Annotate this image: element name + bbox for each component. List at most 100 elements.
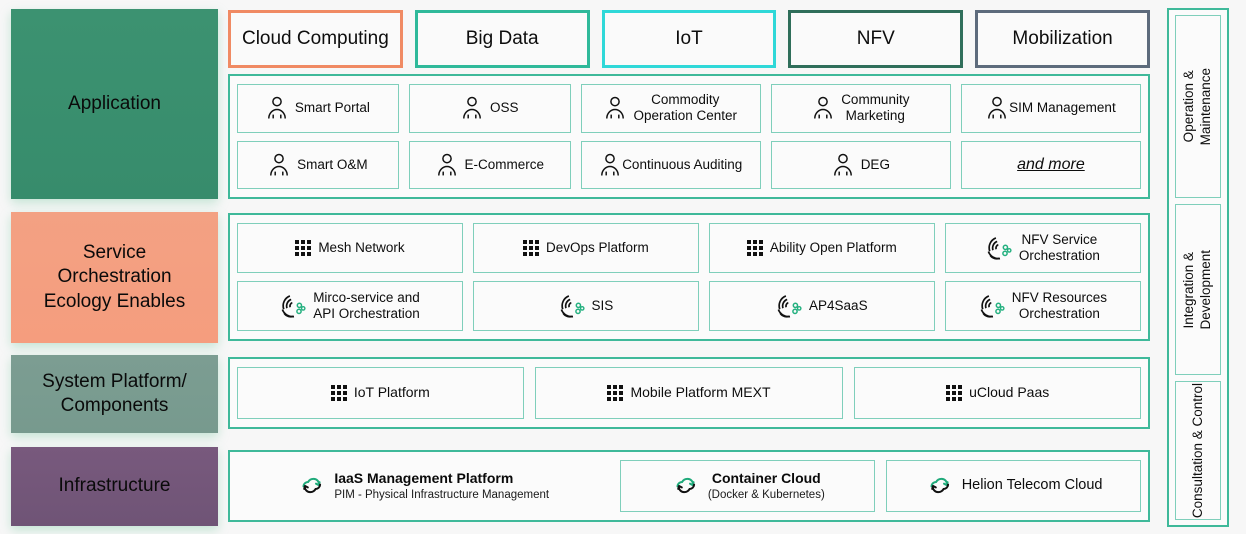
tile-sim-management[interactable]: SIM Management [960, 84, 1141, 133]
tile-sis[interactable]: SIS [472, 281, 699, 331]
grid-dots-icon [746, 240, 763, 256]
system-platform-layer-panel: IoT Platform Mobile Platform MEXT uCloud P… [228, 357, 1150, 429]
layer-row: IoT Platform Mobile Platform MEXT uCloud P… [237, 367, 1142, 419]
layer-label-infrastructure: Infrastructure [11, 447, 218, 526]
orchestration-icon [979, 293, 1005, 319]
tile-title: Container Cloud [711, 469, 821, 486]
tab-label: Cloud Computing [241, 28, 389, 49]
service-layer-panel: Mesh Network DevOps Platform Ability Open … [228, 213, 1150, 341]
tab-cloud-computing[interactable]: Cloud Computing [228, 10, 403, 68]
layer-row: Mesh Network DevOps Platform Ability Open … [237, 223, 1142, 273]
tile-and-more[interactable]: and more [960, 140, 1141, 189]
tile-ucloud-paas[interactable]: uCloud Paas [854, 367, 1142, 419]
application-layer-panel: Smart Portal OSS Commodity Operation Cente… [228, 74, 1150, 199]
side-item-label: Integration & Development [1181, 249, 1213, 330]
layer-label-text: Service Orchestration Ecology Enables [43, 242, 186, 312]
tile-label: E-Commerce [464, 156, 545, 172]
tile-oss[interactable]: OSS [408, 84, 571, 133]
cloud-icon [925, 473, 955, 499]
tile-label: DEG [860, 156, 890, 172]
layer-label-service: Service Orchestration Ecology Enables [11, 212, 218, 343]
tile-label: Commodity Operation Center [633, 91, 738, 124]
tab-mobilization[interactable]: Mobilization [975, 10, 1150, 68]
tile-commodity-operation-center[interactable]: Commodity Operation Center [580, 84, 761, 133]
layer-row: Mirco-service and API Orchestration SIS AP… [237, 281, 1142, 331]
person-icon [461, 96, 483, 120]
tile-mirco-service-and-api-orchestration[interactable]: Mirco-service and API Orchestration [237, 281, 463, 331]
tile-label: NFV Resources Orchestration [1011, 289, 1108, 321]
person-icon [268, 153, 290, 177]
side-item-integration-development[interactable]: Integration & Development [1175, 204, 1221, 375]
side-item-label: Operation & Maintenance [1181, 67, 1213, 146]
orchestration-icon [776, 293, 802, 319]
tile-label: Mirco-service and API Orchestration [313, 289, 420, 321]
tile-label: Smart O&M [297, 156, 368, 172]
tile-mobile-platform-mext[interactable]: Mobile Platform MEXT [534, 367, 844, 419]
tile-e-commerce[interactable]: E-Commerce [408, 140, 571, 189]
tile-label: NFV Service Orchestration [1018, 231, 1100, 263]
cloud-icon [671, 473, 701, 499]
tile-nfv-resources-orchestration[interactable]: NFV Resources Orchestration [944, 281, 1142, 331]
tile-title: IaaS Management Platform [334, 469, 514, 486]
tab-label: Big Data [465, 28, 539, 49]
side-item-label: Consultation & Control [1189, 382, 1205, 519]
grid-dots-icon [295, 240, 312, 256]
grid-dots-icon [330, 385, 347, 401]
tab-iot[interactable]: IoT [601, 10, 777, 68]
tile-helion-telecom-cloud[interactable]: Helion Telecom Cloud [886, 460, 1141, 512]
tile-label: Smart Portal [294, 100, 370, 116]
tile-container-cloud[interactable]: Container Cloud (Docker & Kubernetes) [620, 460, 876, 512]
side-item-consultation-control[interactable]: Consultation & Control [1175, 381, 1221, 520]
tab-nfv[interactable]: NFV [788, 10, 964, 68]
tab-big-data[interactable]: Big Data [414, 10, 590, 68]
layer-row: Smart Portal OSS Commodity Operation Cente… [237, 84, 1141, 133]
tile-community-marketing[interactable]: Community Marketing [770, 84, 951, 133]
tile-continuous-auditing[interactable]: Continuous Auditing [580, 140, 761, 189]
tile-nfv-service-orchestration[interactable]: NFV Service Orchestration [944, 223, 1142, 273]
tile-subtitle: (Docker & Kubernetes) [707, 489, 825, 502]
person-icon [812, 96, 834, 120]
person-icon [266, 96, 288, 120]
tile-label: AP4SaaS [809, 297, 868, 313]
tile-label: Mesh Network [318, 239, 405, 255]
grid-dots-icon [946, 385, 963, 401]
person-icon [436, 153, 458, 177]
layer-label-application: Application [11, 9, 218, 199]
tile-label: IoT Platform [353, 384, 430, 401]
person-icon [599, 153, 621, 177]
tile-label: uCloud Paas [969, 384, 1050, 401]
tile-mesh-network[interactable]: Mesh Network [237, 223, 463, 273]
orchestration-icon [986, 235, 1012, 261]
layer-row: Smart O&M E-Commerce Continuous Auditing DE… [237, 140, 1141, 189]
tile-ability-open-platform[interactable]: Ability Open Platform [708, 223, 935, 273]
tile-iot-platform[interactable]: IoT Platform [237, 367, 524, 419]
tab-label: IoT [675, 28, 703, 49]
tile-label: OSS [490, 100, 519, 116]
tile-label: SIS [591, 297, 614, 313]
person-icon [604, 96, 626, 120]
tile-smart-portal[interactable]: Smart Portal [237, 84, 399, 133]
person-icon [832, 153, 854, 177]
side-item-operation-maintenance[interactable]: Operation & Maintenance [1175, 15, 1221, 198]
tab-label: Mobilization [1012, 28, 1113, 49]
layer-label-system-platform: System Platform/ Components [11, 355, 218, 433]
layer-label-text: Application [68, 92, 161, 114]
layer-label-text: Infrastructure [58, 475, 171, 497]
tile-ap4saas[interactable]: AP4SaaS [708, 281, 935, 331]
layer-label-text: System Platform/ Components [42, 370, 187, 416]
tile-smart-o-m[interactable]: Smart O&M [237, 140, 399, 189]
tile-text: Container Cloud (Docker & Kubernetes) [708, 470, 825, 502]
tile-devops-platform[interactable]: DevOps Platform [472, 223, 699, 273]
orchestration-icon [280, 293, 306, 319]
tile-deg[interactable]: DEG [770, 140, 951, 189]
grid-dots-icon [522, 240, 539, 256]
tile-label: Mobile Platform MEXT [630, 384, 771, 401]
tile-label: DevOps Platform [545, 239, 649, 255]
tile-label: Community Marketing [841, 91, 910, 124]
